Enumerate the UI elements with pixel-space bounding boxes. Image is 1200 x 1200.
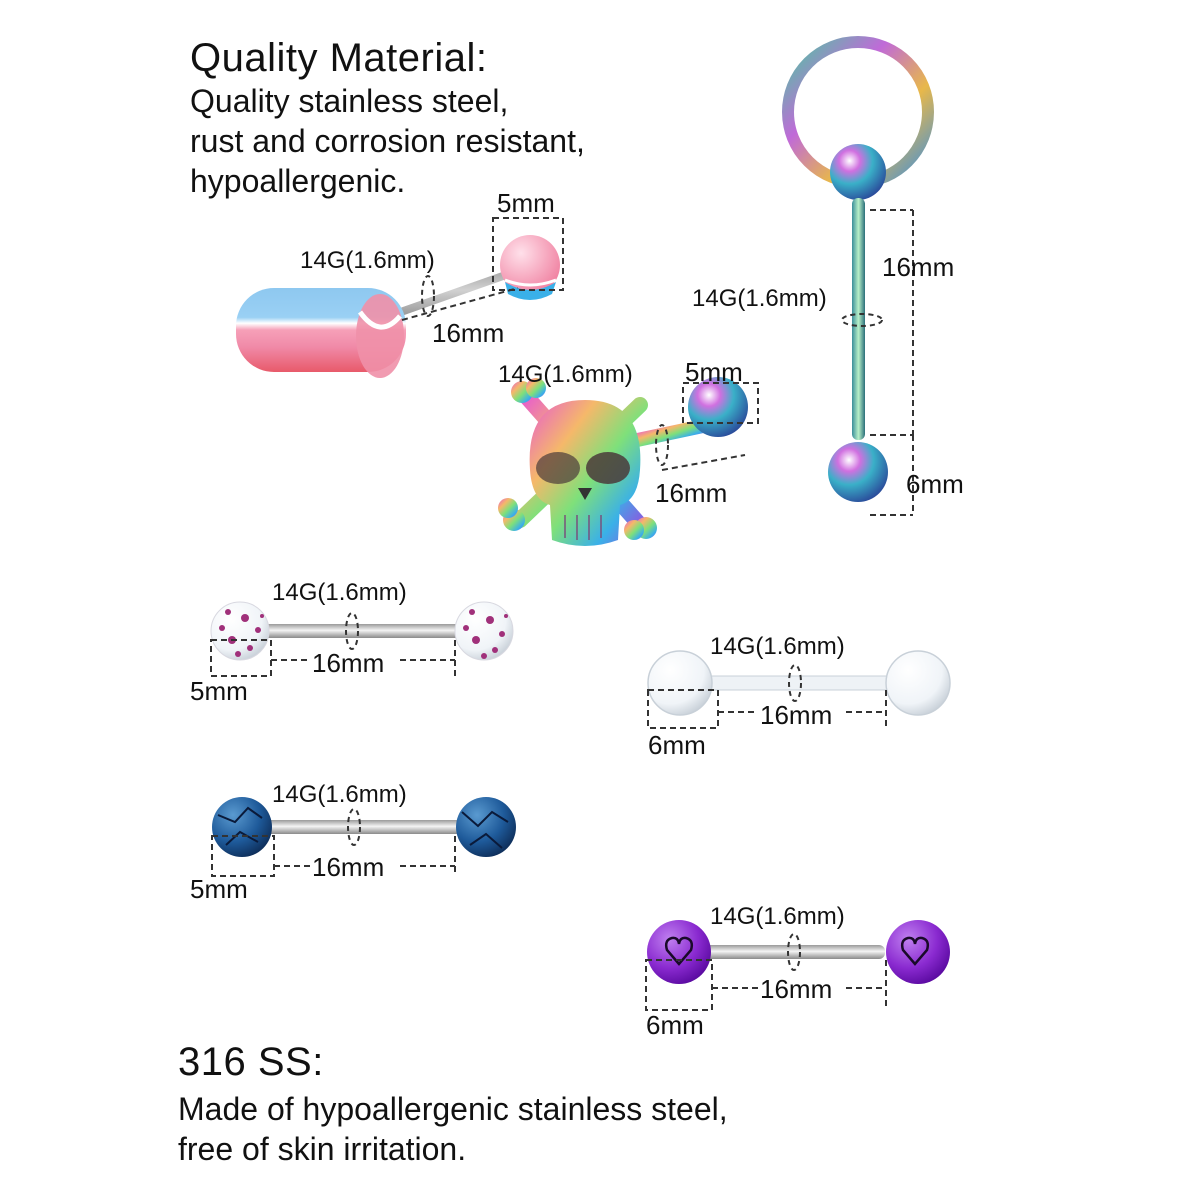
purple-ball-label: 6mm (646, 1010, 704, 1040)
pill-length-label: 16mm (432, 318, 504, 348)
clear-barbell (647, 650, 951, 729)
glitter-barbell (210, 601, 514, 677)
clear-gauge-label: 14G(1.6mm) (710, 633, 845, 660)
purple-gauge-label: 14G(1.6mm) (710, 903, 845, 930)
purple-heart-barbell (645, 920, 950, 1011)
ss-line-2: free of skin irritation. (178, 1131, 467, 1167)
skull-barbell (498, 377, 759, 546)
glitter-gauge-label: 14G(1.6mm) (272, 579, 407, 606)
material-line-3: hypoallergenic. (190, 163, 406, 199)
ring-gauge-label: 14G(1.6mm) (692, 285, 827, 312)
material-line-2: rust and corrosion resistant, (190, 123, 585, 159)
pill-barbell (236, 217, 564, 378)
blue-ball-label: 5mm (190, 874, 248, 904)
skull-length-label: 16mm (655, 478, 727, 508)
purple-length-label: 16mm (760, 974, 832, 1004)
blue-barbell (211, 797, 516, 877)
ring-ball-label: 6mm (906, 469, 964, 499)
pill-ball-label: 5mm (497, 188, 555, 218)
skull-gauge-label: 14G(1.6mm) (498, 361, 633, 388)
material-heading: Quality Material: (190, 36, 488, 80)
material-line-1: Quality stainless steel, (190, 83, 509, 119)
ring-barbell (782, 36, 934, 516)
ss-heading: 316 SS: (178, 1040, 324, 1084)
clear-ball-label: 6mm (648, 730, 706, 760)
skull-ball-label: 5mm (685, 357, 743, 387)
clear-length-label: 16mm (760, 700, 832, 730)
blue-length-label: 16mm (312, 852, 384, 882)
ss-line-1: Made of hypoallergenic stainless steel, (178, 1091, 728, 1127)
ring-length-label: 16mm (882, 252, 954, 282)
blue-gauge-label: 14G(1.6mm) (272, 781, 407, 808)
pill-gauge-label: 14G(1.6mm) (300, 247, 435, 274)
glitter-ball-label: 5mm (190, 676, 248, 706)
glitter-length-label: 16mm (312, 648, 384, 678)
